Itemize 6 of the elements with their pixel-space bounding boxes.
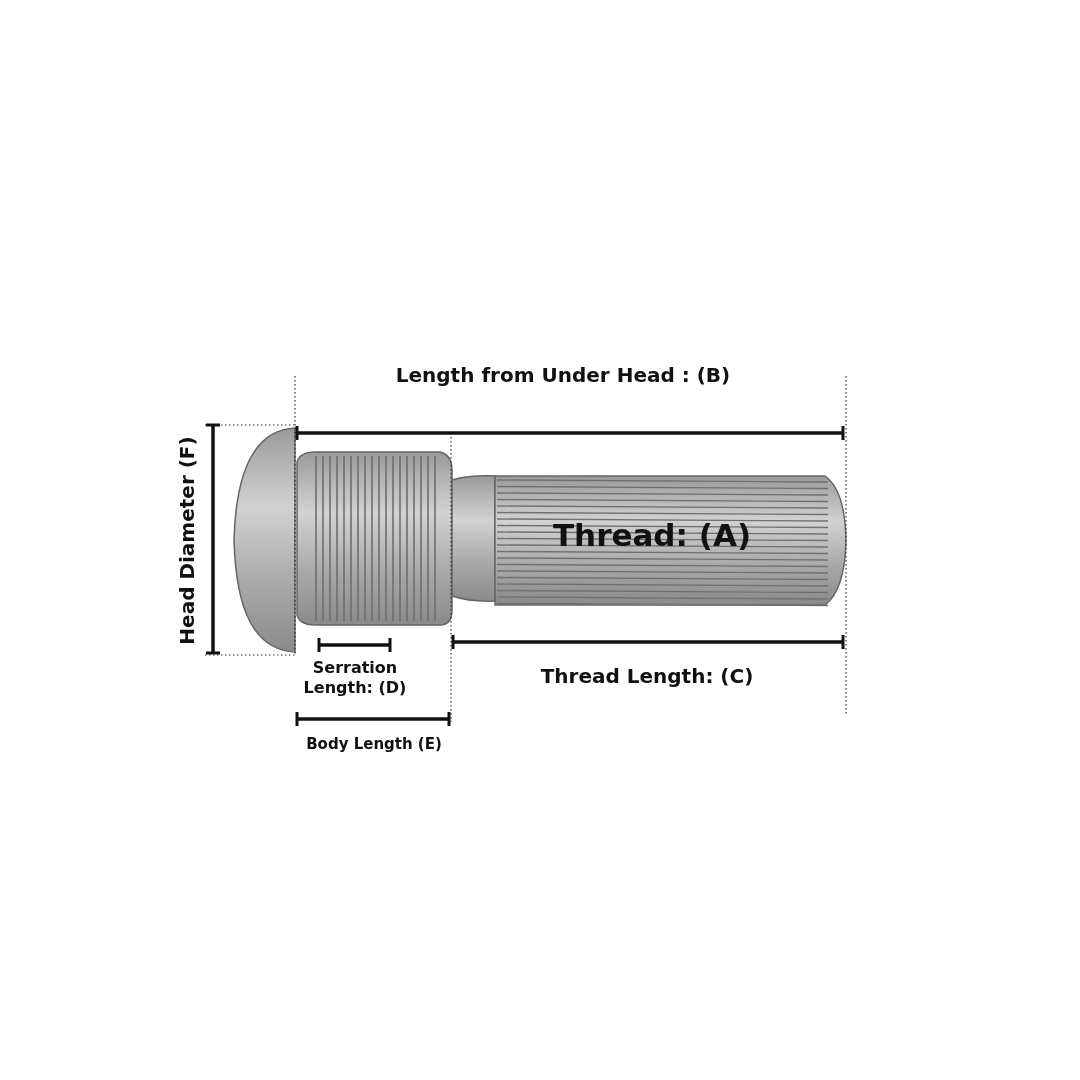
thread-label: Thread: (A) <box>551 515 753 555</box>
dimension-label: Serration Length: (D) <box>302 658 408 698</box>
dimension-label: Length from Under Head : (B) <box>394 362 732 388</box>
dimension-label: Head Diameter (F) <box>174 434 200 647</box>
dimension-label: Body Length (E) <box>305 734 443 754</box>
dimension-label: Thread Length: (C) <box>539 663 755 689</box>
